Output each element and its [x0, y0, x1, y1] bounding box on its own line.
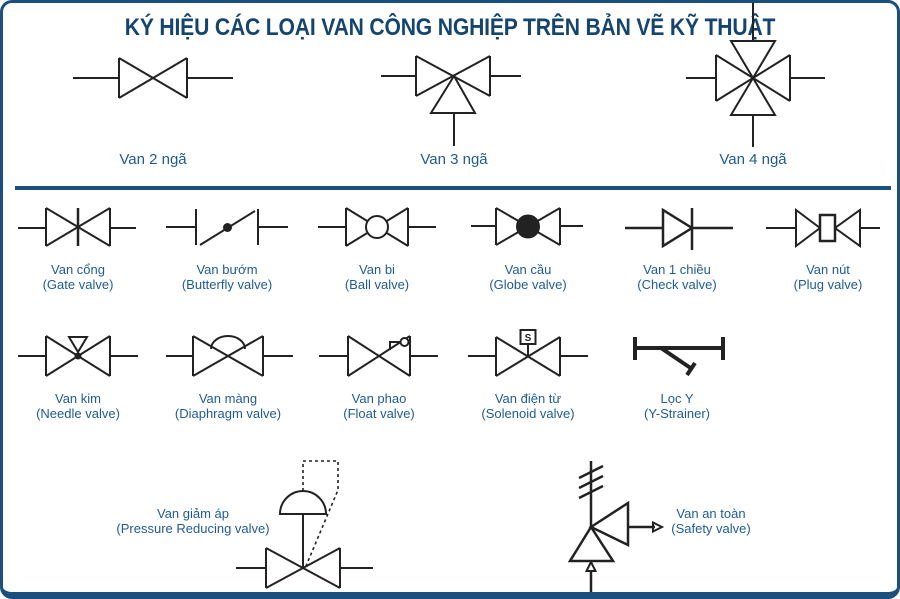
label-vi: Van bi: [359, 262, 395, 277]
diaphragm-valve-symbol: [166, 335, 293, 377]
label-en: (Ball valve): [344, 277, 410, 292]
check-valve-label: Van 1 chiều (Check valve): [602, 262, 752, 292]
plug-valve-symbol: [766, 208, 880, 248]
label-en: (Safety valve): [671, 521, 751, 536]
label-vi: Van bướm: [196, 262, 258, 277]
ball-valve-label: Van bi (Ball valve): [302, 262, 452, 292]
safety-valve-symbol: [567, 461, 665, 592]
label-vi: Van cổng: [51, 262, 105, 277]
solenoid-valve-label: Van điện từ (Solenoid valve): [453, 391, 603, 421]
butterfly-valve-label: Van bướm (Butterfly valve): [152, 262, 302, 292]
y-strainer-label: Lọc Y (Y-Strainer): [602, 391, 752, 421]
label-vi: Van nút: [806, 262, 850, 277]
solenoid-letter: S: [525, 333, 532, 344]
diaphragm-valve-label: Van màng (Diaphragm valve): [153, 391, 303, 421]
label-vi: Van giảm áp: [156, 506, 230, 521]
label-vi: Van điện từ: [494, 391, 562, 406]
label-vi: Van màng: [198, 391, 258, 406]
float-valve-label: Van phao (Float valve): [304, 391, 454, 421]
pressure-reducing-valve-symbol: [236, 460, 373, 589]
label-vi: Van an toàn: [676, 506, 746, 521]
needle-valve-label: Van kim (Needle valve): [3, 391, 153, 421]
gate-valve-symbol: [18, 207, 136, 247]
three-way-valve-symbol: [381, 55, 521, 146]
label-vi: Van kim: [55, 391, 101, 406]
y-strainer-symbol: [633, 337, 725, 377]
label-en: (Float valve): [343, 406, 415, 421]
globe-valve-label: Van cầu (Globe valve): [453, 262, 603, 292]
label-en: (Pressure Reducing valve): [116, 521, 270, 536]
page-title: KÝ HIỆU CÁC LOẠI VAN CÔNG NGHIỆP TRÊN BẢ…: [124, 14, 776, 41]
butterfly-valve-symbol: [166, 209, 288, 246]
globe-valve-symbol: [471, 207, 583, 246]
section-divider: [15, 186, 891, 190]
label-en: (Check valve): [637, 277, 717, 292]
safety-valve-label: Van an toàn (Safety valve): [631, 506, 791, 536]
label-vi: Lọc Y: [660, 391, 694, 406]
label-en: (Plug valve): [793, 277, 863, 292]
label-en: (Solenoid valve): [481, 406, 575, 421]
four-way-valve-label: Van 4 ngã: [719, 151, 787, 168]
four-way-valve-symbol: [686, 3, 825, 147]
ball-valve-symbol: [318, 207, 436, 247]
label-en: (Diaphragm valve): [174, 406, 282, 421]
label-en: (Y-Strainer): [644, 406, 710, 421]
solenoid-valve-symbol: S: [468, 329, 588, 377]
label-en: (Gate valve): [42, 277, 114, 292]
label-vi: Van 1 chiều: [643, 262, 711, 277]
label-en: (Needle valve): [36, 406, 120, 421]
label-vi: Van cầu: [504, 262, 552, 277]
label-vi: Van phao: [351, 391, 407, 406]
pressure-reducing-valve-label: Van giảm áp (Pressure Reducing valve): [83, 506, 303, 536]
plug-valve-label: Van nút (Plug valve): [753, 262, 897, 292]
check-valve-symbol: [625, 207, 733, 250]
float-valve-symbol: [319, 335, 438, 377]
two-way-valve-label: Van 2 ngã: [119, 151, 187, 168]
label-en: (Globe valve): [489, 277, 567, 292]
two-way-valve-symbol: [73, 57, 233, 99]
gate-valve-label: Van cổng (Gate valve): [3, 262, 153, 292]
three-way-valve-label: Van 3 ngã: [420, 151, 488, 168]
label-en: (Butterfly valve): [181, 277, 273, 292]
needle-valve-symbol: [18, 335, 138, 377]
